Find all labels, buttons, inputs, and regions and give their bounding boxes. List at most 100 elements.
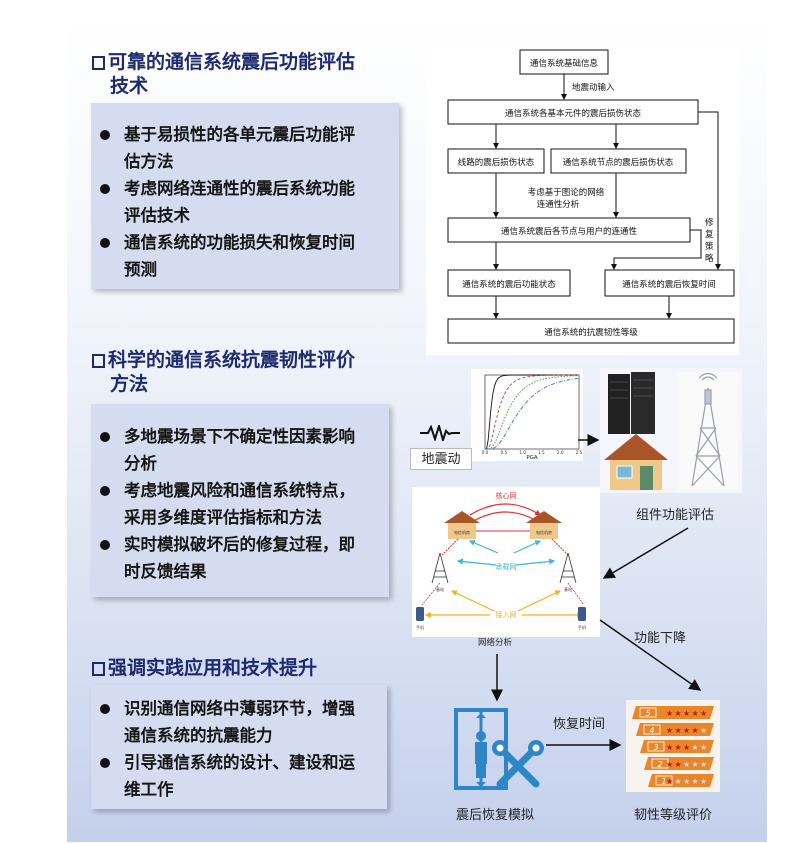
fragility-curve-1 (484, 374, 579, 450)
recovery-time-label: 恢复时间 (553, 717, 606, 732)
rating-level-label: 3 (653, 743, 658, 752)
star-empty-icon: ★ (700, 777, 707, 786)
star-empty-icon: ★ (692, 743, 699, 752)
rating-panel: 5★★★★★4★★★★★3★★★★★2★★★★★1★★★★★ (626, 700, 720, 792)
bearer-network-label: 承载网 (496, 562, 517, 571)
section-2-title-line2: 方法 (110, 373, 149, 395)
chart-plot-area (484, 374, 580, 450)
base-station-right (559, 552, 577, 584)
star-empty-icon: ★ (692, 777, 699, 786)
network-analysis-label: 网络分析 (478, 638, 513, 648)
list-item: 多地震场景下不确定性因素影响分析 (97, 423, 389, 477)
x-tick-label: 1.5 (538, 450, 545, 455)
rating-level-box (639, 707, 657, 718)
section-1-bullets: 基于易损性的各单元震后功能评估方法 考虑网络连通性的震后系统功能评估技术 通信系… (91, 103, 399, 289)
list-item: 识别通信网络中薄弱环节，增强通信系统的抗震能力 (97, 695, 387, 749)
star-filled-icon: ★ (666, 777, 673, 786)
flow-text-repair: 修 (705, 217, 714, 228)
access-network-label: 接入网 (496, 610, 517, 619)
rating-level-label: 1 (661, 777, 666, 786)
list-item: 通信系统的功能损失和恢复时间预测 (97, 229, 399, 283)
section-3-title-line1: 强调实践应用和技术提升 (108, 657, 318, 679)
flow-box-resilience-level (447, 318, 735, 344)
flow-text-graph-note-1: 考虑基于图论的网络 (528, 187, 605, 198)
function-decline-label: 功能下降 (634, 631, 687, 646)
rating-chart: 5★★★★★4★★★★★3★★★★★2★★★★★1★★★★★ (632, 706, 714, 787)
x-tick-label: 2.0 (557, 450, 564, 455)
access-arrow (450, 590, 495, 612)
star-empty-icon: ★ (700, 760, 707, 769)
flow-arrow (611, 229, 702, 270)
star-empty-icon: ★ (700, 743, 707, 752)
section-2-bullets: 多地震场景下不确定性因素影响分析 考虑地震风险和通信系统特点，采用多维度评估指标… (91, 404, 389, 597)
section-2-heading: 科学的通信系统抗震韧性评价 方法 (92, 348, 355, 396)
rating-level-label: 2 (657, 760, 662, 769)
x-tick-label: 2.5 (576, 450, 583, 455)
component-icons (604, 372, 738, 490)
x-tick-label: 1.0 (519, 450, 526, 455)
star-filled-icon: ★ (675, 726, 682, 735)
flowchart-panel: 通信系统基础信息 地震动输入 通信系统各基本元件的震后损伤状态 线路的震后损伤状… (426, 43, 739, 355)
flow-text-connectivity: 通信系统震后各节点与用户的连通性 (501, 226, 638, 237)
fragility-curve-4 (485, 377, 580, 450)
star-filled-icon: ★ (666, 726, 673, 735)
flow-text-repair: 略 (705, 253, 714, 264)
phone-right-label: 手机 (578, 624, 586, 630)
star-filled-icon: ★ (683, 743, 690, 752)
star-filled-icon: ★ (683, 726, 690, 735)
central-office-left: 电信机房 (444, 511, 480, 539)
list-item: 考虑地震风险和通信系统特点，采用多维度评估指标和方法 (97, 477, 389, 531)
component-eval-label: 组件功能评估 (636, 508, 715, 523)
earthquake-label: 地震动 (410, 448, 472, 470)
rating-banner (632, 706, 714, 719)
network-diagram: 核心网 电信机房 电信机房 承载网 基站 基站 接入网 (416, 491, 586, 630)
star-filled-icon: ★ (692, 726, 699, 735)
link (441, 538, 459, 556)
phone-icon (416, 607, 424, 621)
svg-text:电信机房: 电信机房 (454, 529, 470, 535)
flow-text-line-damage: 线路的震后损伤状态 (458, 157, 535, 168)
flow-box-function-state (447, 269, 571, 297)
flow-text-graph-note-2: 连通性分析 (537, 199, 580, 210)
checkbox-icon (92, 662, 105, 676)
section-3-heading: 强调实践应用和技术提升 (92, 656, 317, 680)
star-empty-icon: ★ (683, 777, 690, 786)
server-rack-icon (608, 372, 655, 434)
rating-banner (636, 723, 714, 736)
seismic-wave-icon (420, 425, 460, 441)
checkbox-icon (92, 354, 105, 368)
telecom-tower-icon (678, 372, 738, 490)
central-office-right: 电信机房 (526, 511, 562, 539)
rating-level-box (651, 758, 669, 769)
star-filled-icon: ★ (692, 709, 699, 718)
section-1-title-line2: 技术 (110, 75, 149, 97)
access-arrow (517, 590, 562, 612)
base-station-left (431, 552, 449, 584)
flow-text-recovery-time: 通信系统的震后恢复时间 (622, 279, 716, 290)
rating-banner (644, 757, 714, 770)
link (551, 538, 569, 556)
core-network-label: 核心网 (496, 491, 517, 500)
star-filled-icon: ★ (666, 743, 673, 752)
flow-text-function-state: 通信系统的震后功能状态 (462, 279, 556, 290)
svg-text:电信机房: 电信机房 (536, 529, 552, 535)
bearer-arrow (515, 558, 556, 566)
list-item: 基于易损性的各单元震后功能评估方法 (97, 121, 399, 175)
components-panel (600, 368, 742, 493)
star-empty-icon: ★ (700, 726, 707, 735)
list-item: 引导通信系统的设计、建设和运维工作 (97, 749, 387, 803)
rating-banner (648, 774, 714, 787)
flow-text-node-damage: 通信系统节点的震后损伤状态 (563, 157, 674, 168)
bearer-arrow (513, 540, 542, 554)
flowchart: 通信系统基础信息 地震动输入 通信系统各基本元件的震后损伤状态 线路的震后损伤状… (447, 49, 735, 344)
rating-level-box (655, 775, 673, 786)
fragility-curve-2 (485, 374, 579, 450)
checkbox-icon (92, 56, 105, 70)
link (421, 582, 441, 606)
flow-box-node-damage (550, 148, 687, 174)
chart-xlabel: PGA (526, 455, 538, 461)
core-arrow (469, 503, 542, 516)
star-filled-icon: ★ (675, 760, 682, 769)
